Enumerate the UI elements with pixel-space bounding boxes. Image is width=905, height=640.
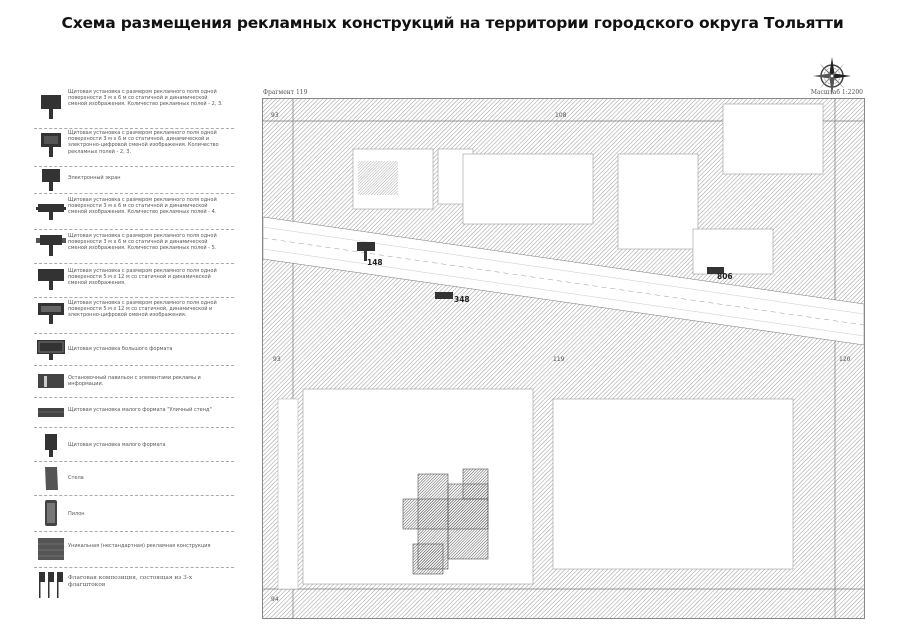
fragment-label: Фрагмент 119 (263, 89, 308, 96)
billboard-marker[interactable]: 348 (435, 292, 470, 304)
billboard-5x12-digital-icon (38, 303, 64, 324)
legend-item: Щитовая установка с размером рекламного … (34, 193, 234, 230)
legend-item: Пилон (34, 495, 234, 532)
map-frame[interactable]: 93 108 93 119 120 94 148 348 806 (262, 98, 865, 619)
legend-item: Щитовая установка с размером рекламного … (34, 263, 234, 298)
billboard-marker[interactable]: 148 (357, 242, 383, 267)
large-billboard-icon (37, 340, 65, 360)
sheet-number: 120 (839, 356, 851, 363)
legend-item: Щитовая установка с размером рекламного … (34, 128, 234, 167)
sheet-number: 93 (273, 356, 281, 363)
legend-item: Электронный экран (34, 166, 234, 194)
stela-icon (45, 467, 58, 490)
legend-item: Щитовая установка малого формата "Уличны… (34, 397, 234, 428)
marker-label: 806 (717, 272, 733, 281)
small-billboard-stand-icon (38, 408, 64, 417)
scale-label: Масштаб 1:2200 (810, 89, 863, 96)
page-title: Схема размещения рекламных конструкций н… (61, 14, 844, 32)
legend-item: Щитовая установка с размером рекламного … (34, 229, 234, 264)
compass-rose-icon (813, 57, 851, 95)
legend-item: Уникальная (нестандартная) рекламная кон… (34, 531, 234, 568)
sheet-number: 93 (271, 112, 279, 119)
marker-label: 348 (454, 295, 470, 304)
legend-item: Щитовая установка с размером рекламного … (34, 297, 234, 334)
billboard-5x12-icon (38, 269, 64, 290)
legend-item: Стела (34, 461, 234, 496)
legend-item: Щитовая установка малого формата (34, 427, 234, 462)
unique-structure-icon (38, 538, 64, 560)
sheet-number: 119 (553, 356, 565, 363)
electronic-screen-icon (42, 169, 60, 191)
billboard-3x6-digital-icon (41, 133, 61, 157)
marker-label: 148 (367, 258, 383, 267)
billboard-4-fields-icon (36, 204, 66, 220)
billboard-5-fields-icon (36, 235, 66, 256)
bus-stop-pavilion-icon (38, 374, 64, 388)
legend-item: Остановочный павильон с элементами рекла… (34, 365, 234, 398)
flag-composition-icon (39, 572, 63, 598)
small-billboard-icon (45, 434, 57, 457)
sheet-number: 94 (271, 596, 279, 603)
map-canvas: 93 108 93 119 120 94 148 348 806 (263, 99, 864, 618)
legend-item: Щитовая установка большого формата (34, 333, 234, 366)
pylon-icon (45, 500, 57, 526)
legend-item: Щитовая установка с размером рекламного … (34, 88, 234, 129)
sheet-number: 108 (555, 112, 567, 119)
billboard-3x6-icon (41, 95, 61, 119)
legend-item: Флаговая композиция, состоящая из 3-х фл… (34, 567, 234, 603)
billboard-marker[interactable]: 806 (707, 267, 733, 281)
